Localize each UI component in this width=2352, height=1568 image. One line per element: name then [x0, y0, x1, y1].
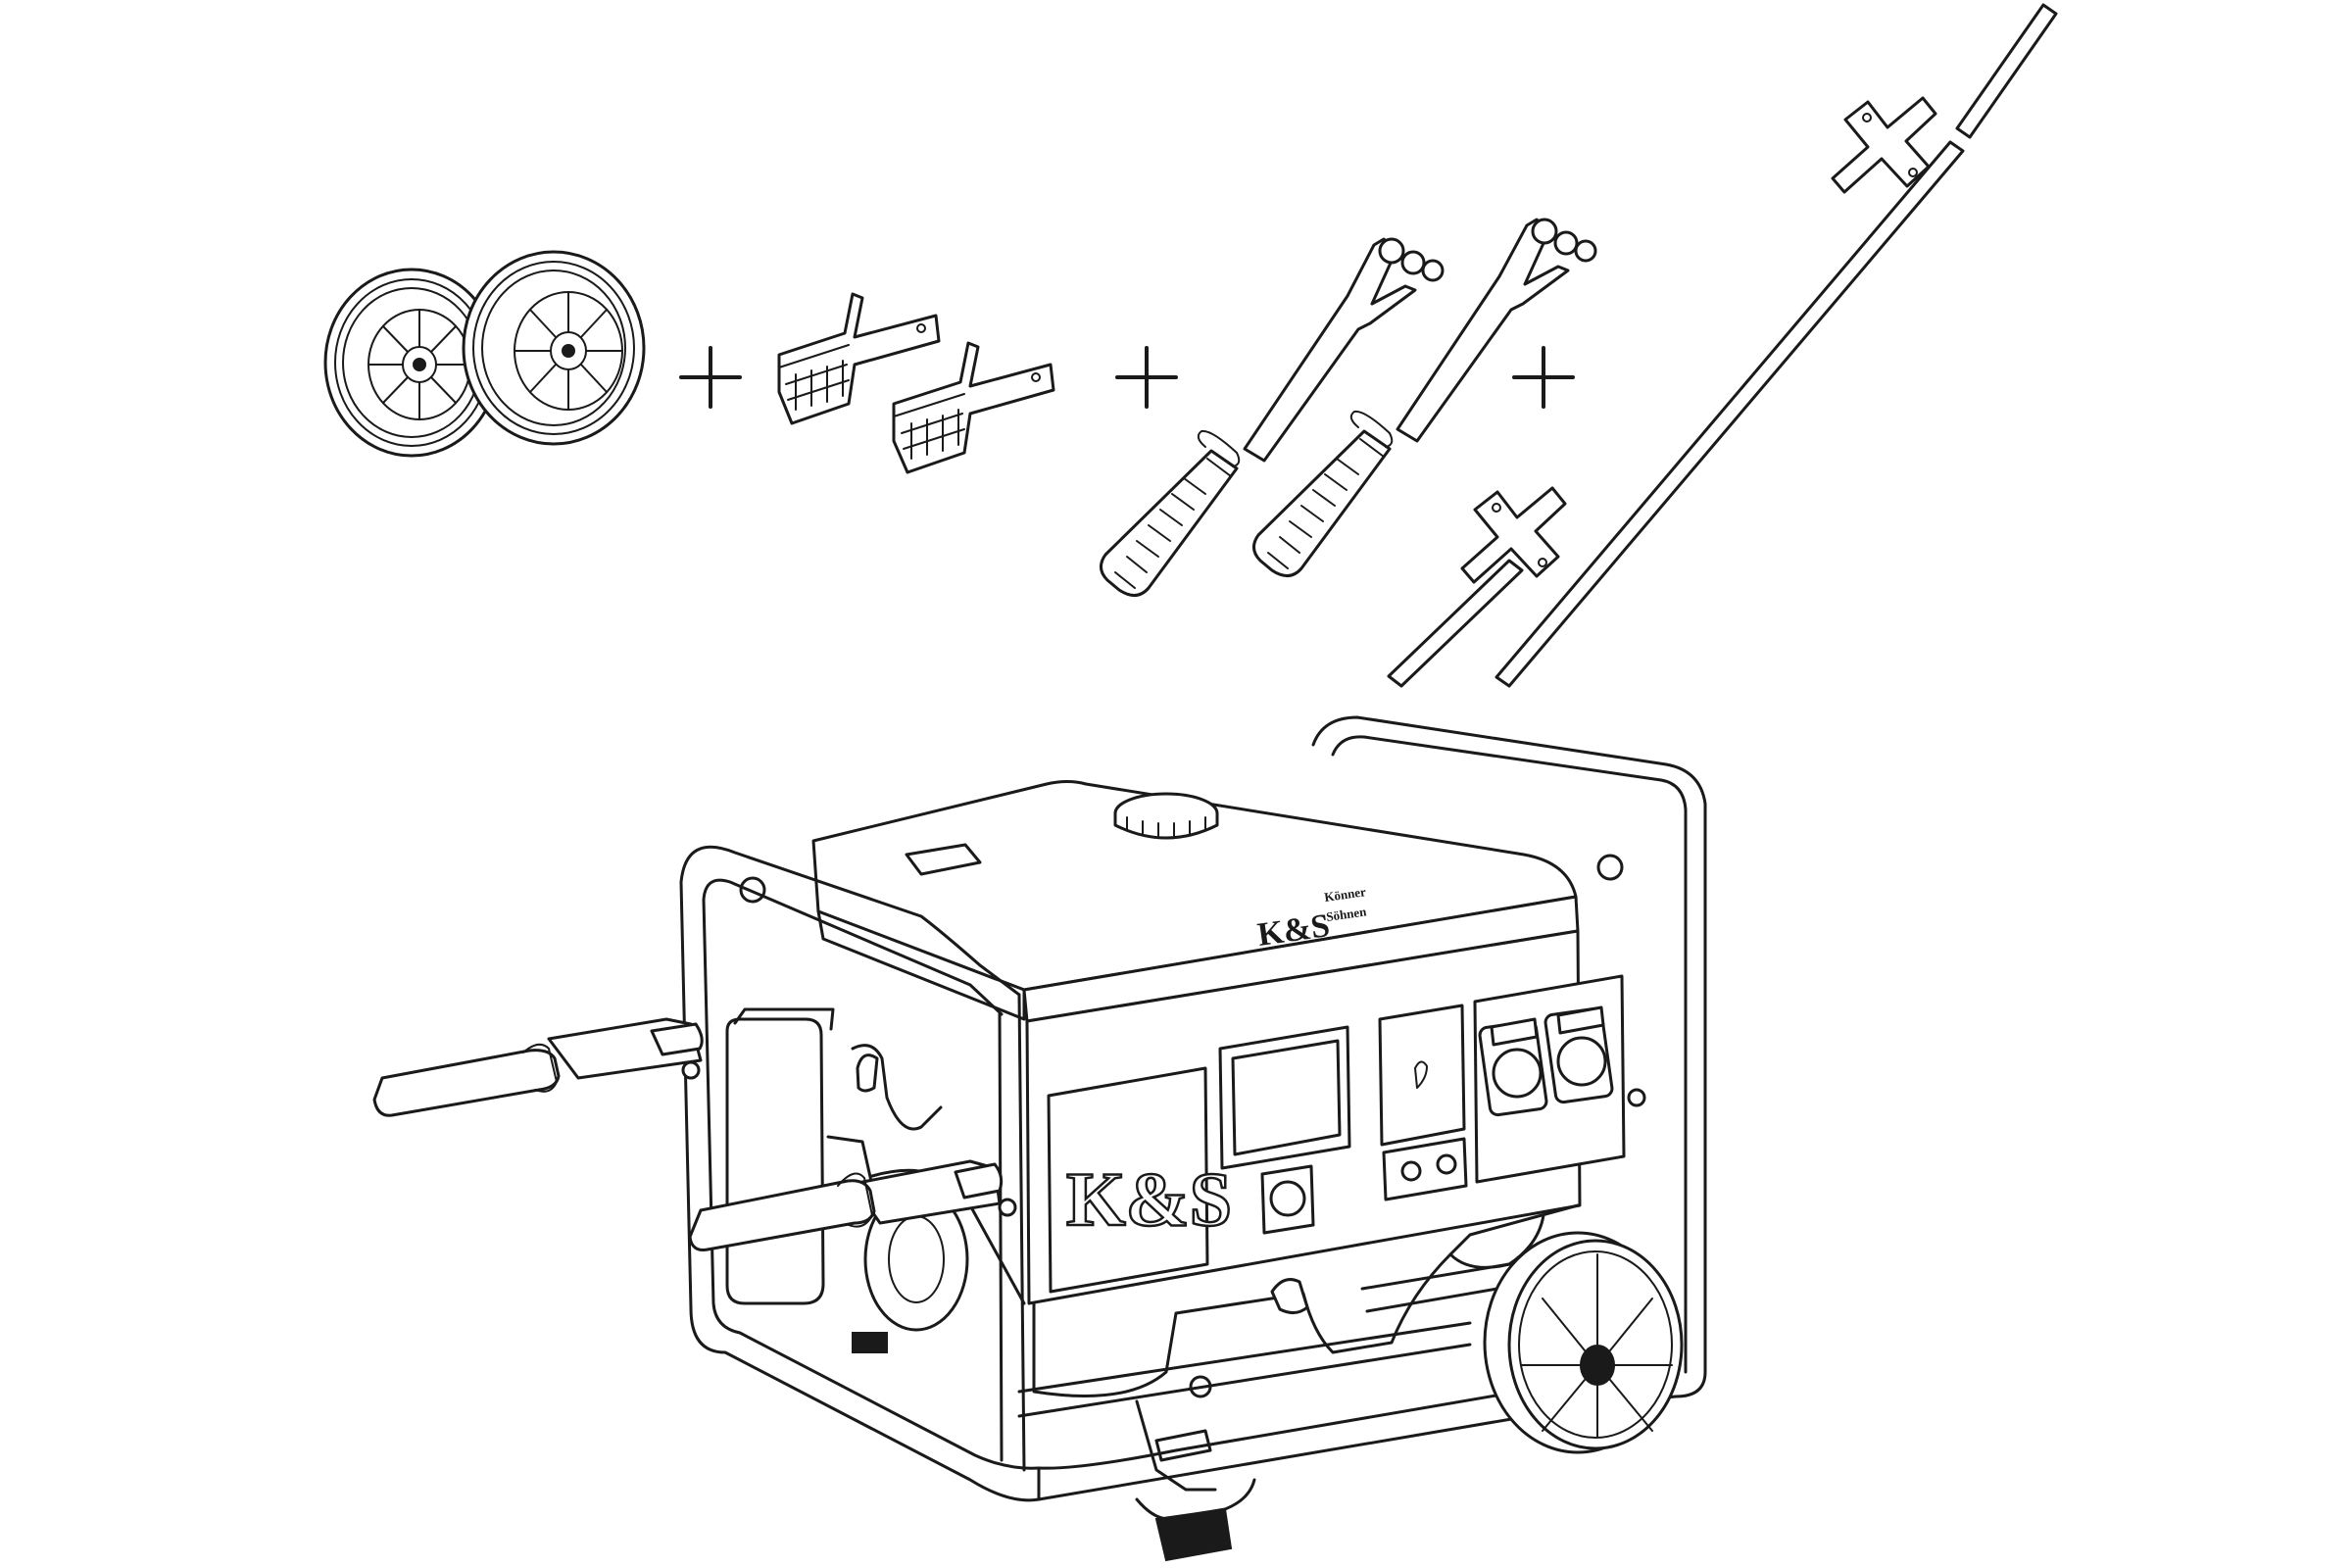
- power-outlets: [1473, 974, 1646, 1184]
- fuel-tank: [811, 780, 1578, 992]
- engine-block: [1032, 1203, 1580, 1397]
- plus-connector-2: +: [1115, 346, 1178, 409]
- axle-illustration: [1387, 3, 2058, 688]
- wheel-left: [323, 268, 500, 458]
- tank-logo: K&S Könner Söhnen: [1255, 884, 1368, 954]
- wheel-pair-illustration: [323, 250, 646, 458]
- svg-text:Könner: Könner: [1323, 884, 1367, 905]
- handles-illustration: [1100, 218, 1597, 597]
- frame-rear: [1311, 715, 1707, 1403]
- brand-badge: K&S: [1047, 1066, 1233, 1294]
- support-foot-right: [892, 341, 1055, 474]
- plus-connector-1: +: [679, 346, 742, 409]
- wheel-right: [462, 250, 646, 446]
- display-window: [1218, 1025, 1351, 1235]
- plus-connector-3: +: [1512, 346, 1575, 409]
- fuel-cap: [1113, 792, 1219, 840]
- switch-module: [1378, 1004, 1468, 1201]
- handle-right: [1252, 218, 1597, 577]
- handle-left: [1100, 237, 1445, 597]
- svg-text:K&S: K&S: [1066, 1156, 1232, 1242]
- attached-handle-top: [372, 1017, 704, 1117]
- generator-illustration: K&S Könner Söhnen K&S: [372, 715, 1707, 1562]
- support-foot-left: [777, 292, 941, 425]
- support-feet-illustration: [777, 292, 1055, 474]
- svg-text:Söhnen: Söhnen: [1325, 904, 1368, 924]
- generator-wheel: [1483, 1231, 1684, 1454]
- attached-handle-bottom: [688, 1159, 1017, 1251]
- air-filter: [725, 1017, 825, 1305]
